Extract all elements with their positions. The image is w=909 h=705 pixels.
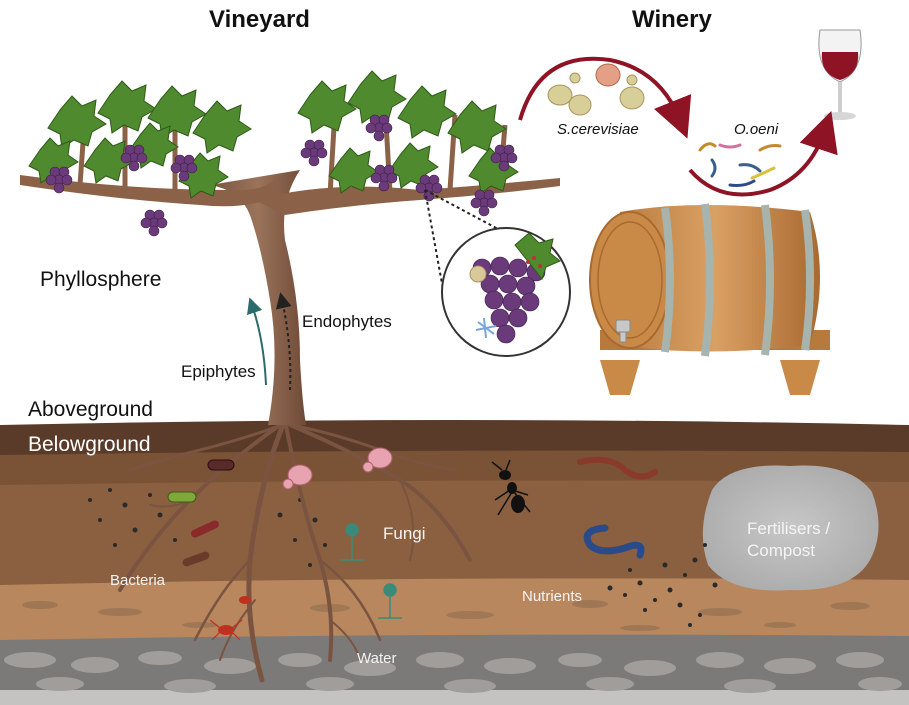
- epiphytes-arrow: [247, 297, 267, 386]
- mite-icon: [209, 596, 251, 641]
- endophytes-label: Endophytes: [302, 312, 392, 331]
- fertilisers-label: Fertilisers /: [747, 519, 831, 538]
- phyllosphere-label: Phyllosphere: [40, 268, 162, 291]
- o-oeni-label: O.oeni: [734, 121, 779, 138]
- o-oeni-bacteria-icon: [698, 142, 782, 187]
- magnifier-icon: [424, 189, 571, 357]
- wine-glass-icon: [818, 29, 862, 120]
- vineyard-title: Vineyard: [209, 6, 310, 33]
- earthworm-icon: [577, 456, 658, 559]
- belowground-label: Belowground: [28, 433, 151, 456]
- s-cerevisiae-label: S.cerevisiae: [557, 121, 639, 138]
- epiphytes-label: Epiphytes: [181, 362, 256, 381]
- bacteria-icon: [167, 459, 235, 567]
- winery-title: Winery: [632, 6, 712, 33]
- root-system: [118, 417, 472, 683]
- gravel-stones: [4, 651, 902, 693]
- water-label: Water: [357, 650, 397, 667]
- ant-icon: [491, 459, 531, 516]
- grape-cluster-icon: [45, 114, 518, 237]
- nutrients-label: Nutrients: [522, 588, 583, 605]
- fermentation-cycle-arrows: [518, 56, 838, 197]
- wine-barrel-icon: [589, 203, 830, 395]
- compost-pile-icon: [702, 465, 879, 591]
- compost-label: Compost: [747, 541, 816, 560]
- soil-yeast-icon: [282, 447, 393, 490]
- aboveground-label: Aboveground: [28, 398, 153, 421]
- yeast-cell-icon: [547, 63, 645, 116]
- fungus-icon: [340, 523, 402, 619]
- bacteria-label: Bacteria: [110, 572, 166, 589]
- fungi-label: Fungi: [383, 524, 426, 543]
